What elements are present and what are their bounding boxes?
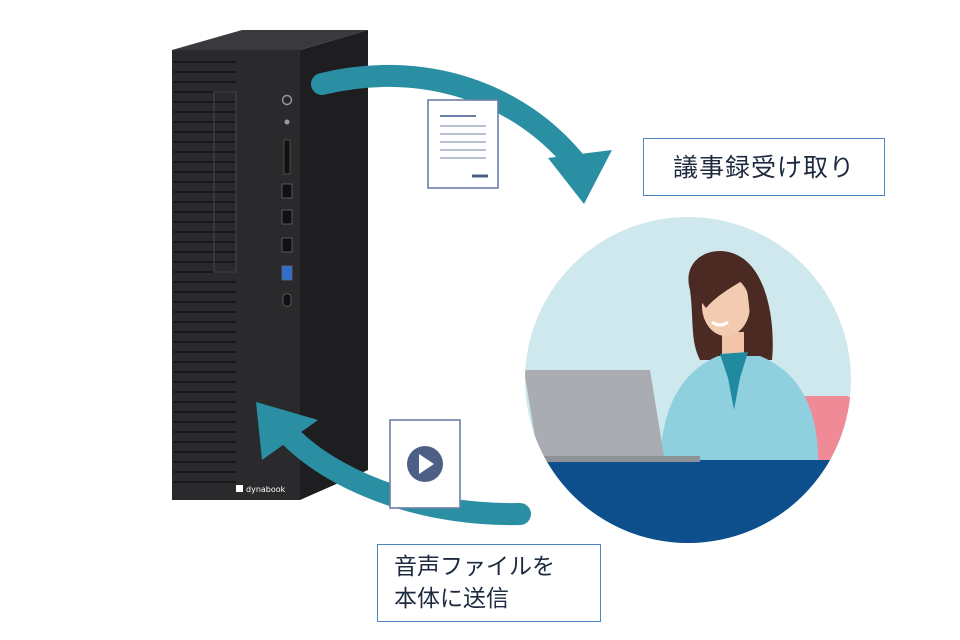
send-audio-label: 音声ファイルを 本体に送信 [377,544,601,622]
laptop [525,370,664,456]
usb-port [281,237,293,253]
document-icon [427,99,499,189]
audio-file-play-icon [389,419,461,509]
card-slot [283,139,291,175]
arrow-to-person [311,64,612,204]
pc-brand-label: dynabook [246,485,286,494]
receive-minutes-label: 議事録受け取り [643,138,885,196]
front-vent-slats [174,61,236,483]
power-icon [281,94,293,106]
usb-port-blue [281,265,293,281]
brand-logo-icon [236,485,243,492]
arrow-to-pc [256,402,531,526]
send-audio-label-line2: 本体に送信 [394,586,509,612]
usb-port [281,183,293,199]
person-illustration [525,217,851,543]
send-audio-label-line1: 音声ファイルを [394,554,555,580]
usb-c-port [282,293,292,307]
drive-bay [213,91,237,273]
usb-port [281,209,293,225]
